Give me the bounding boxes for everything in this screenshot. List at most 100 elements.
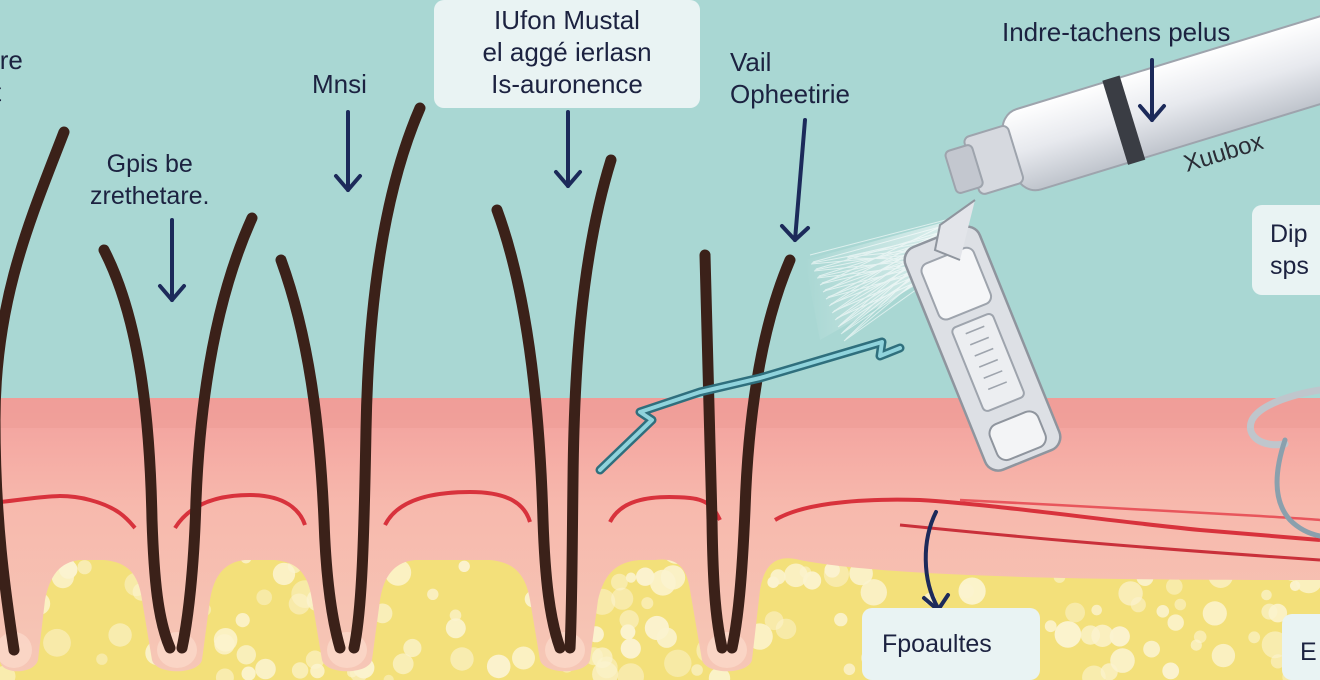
fat-cell — [310, 663, 325, 679]
label-vail: Vail Opheetirie — [730, 46, 850, 110]
fat-cell — [215, 668, 234, 680]
fat-cell — [383, 674, 394, 680]
fat-cell — [96, 653, 108, 665]
arrow-down-icon — [1138, 58, 1166, 122]
fat-cell — [958, 577, 986, 605]
fat-cell — [291, 662, 309, 679]
fat-cell — [213, 628, 238, 652]
fat-cell — [619, 610, 639, 630]
fat-cell — [595, 656, 618, 679]
fat-cell — [767, 576, 779, 588]
fat-cell — [843, 663, 856, 676]
fat-cell — [660, 565, 686, 590]
hook-tool — [1246, 386, 1320, 449]
fat-cell — [1091, 624, 1114, 647]
fat-cell — [236, 645, 256, 665]
fat-cell — [1211, 643, 1236, 668]
fat-cell — [1268, 603, 1288, 623]
fat-cell — [1156, 605, 1170, 618]
laser-path — [595, 337, 905, 475]
label-line: Dip — [1270, 220, 1308, 248]
fat-cell — [803, 571, 822, 590]
fat-cell — [611, 573, 628, 591]
label-line: zrethetare. — [90, 182, 210, 210]
fat-cell — [656, 627, 677, 648]
fat-cell — [1261, 589, 1272, 601]
fat-cell — [235, 613, 250, 628]
fat-cell — [1202, 601, 1227, 626]
hair-strand — [726, 254, 796, 654]
fat-cell — [241, 666, 256, 680]
fat-cell — [1110, 648, 1135, 673]
fpoaultes-box-panel — [862, 608, 1040, 680]
fat-cell — [1082, 665, 1106, 680]
label-line: Gpis be — [106, 150, 193, 178]
dermis-line — [0, 489, 1320, 542]
hair-strand — [98, 244, 176, 654]
fat-cell — [1193, 630, 1207, 644]
fat-cell — [1162, 662, 1180, 680]
fat-cell — [636, 567, 655, 586]
fat-cell — [445, 618, 466, 639]
fat-cell — [1091, 604, 1102, 616]
fat-cell — [458, 560, 470, 572]
laser-device — [903, 13, 1320, 472]
hair-strands — [0, 102, 796, 656]
dip-box-panel — [1252, 205, 1320, 295]
fat-cell — [450, 647, 474, 671]
label-line: Is-auronence — [491, 69, 643, 99]
label-line: Vail — [730, 47, 772, 77]
fat-cell — [611, 587, 634, 610]
fat-cell — [620, 638, 641, 659]
hair-strand — [348, 102, 426, 654]
fat-cell — [1261, 631, 1289, 659]
fat-cell — [775, 618, 797, 640]
fat-cell — [1065, 602, 1085, 623]
dermis-line-lower-2 — [899, 523, 1320, 562]
fat-cell — [1109, 626, 1130, 647]
fat-cell — [625, 572, 637, 583]
hair-strand — [0, 126, 70, 656]
fat-cell — [1118, 581, 1143, 606]
label-fpoaultes: Fpoaultes — [882, 630, 992, 658]
fat-cell — [449, 609, 462, 622]
label-left-edge: ire t — [0, 44, 23, 108]
fat-cell — [255, 658, 276, 680]
fat-cell — [43, 628, 71, 657]
fat-cell — [108, 623, 132, 647]
fat-cell — [77, 560, 92, 575]
fat-cell — [427, 588, 439, 600]
label-gpis: Gpis be zrethetare. — [90, 148, 210, 212]
fat-cell — [1174, 598, 1187, 611]
fat-cell — [691, 664, 703, 676]
fat-cell — [1167, 614, 1184, 631]
hair-strand — [564, 154, 617, 654]
arrow-down-icon — [334, 110, 362, 192]
fat-cell — [392, 653, 414, 675]
corner-box-panel — [1282, 614, 1320, 680]
title-box-panel — [434, 0, 700, 108]
label-indre: Indre-tachens pelus — [1002, 17, 1231, 47]
fat-cell — [641, 597, 654, 610]
fat-cell — [617, 663, 644, 680]
fat-cell — [1248, 631, 1261, 644]
label-line: el aggé ierlasn — [482, 37, 652, 67]
fat-cell — [486, 654, 511, 679]
fat-cell — [1270, 654, 1285, 669]
arrow-down-icon — [554, 110, 582, 188]
fat-cell — [1289, 580, 1301, 591]
label-line: Opheetirie — [730, 79, 850, 109]
fat-cell — [664, 649, 692, 677]
arrow-down-icon — [158, 218, 186, 302]
label-dip: Dip sps — [1270, 218, 1309, 282]
mist-streak — [809, 214, 966, 256]
dermis-line-lower — [959, 498, 1320, 522]
label-line: t — [0, 76, 23, 108]
hair-strand — [491, 204, 566, 654]
fat-cell — [1054, 621, 1082, 648]
hair-strand — [699, 249, 728, 654]
label-title-box: IUfon Mustal el aggé ierlasn Is-auronenc… — [446, 4, 688, 100]
label-line: IUfon Mustal — [494, 5, 640, 35]
